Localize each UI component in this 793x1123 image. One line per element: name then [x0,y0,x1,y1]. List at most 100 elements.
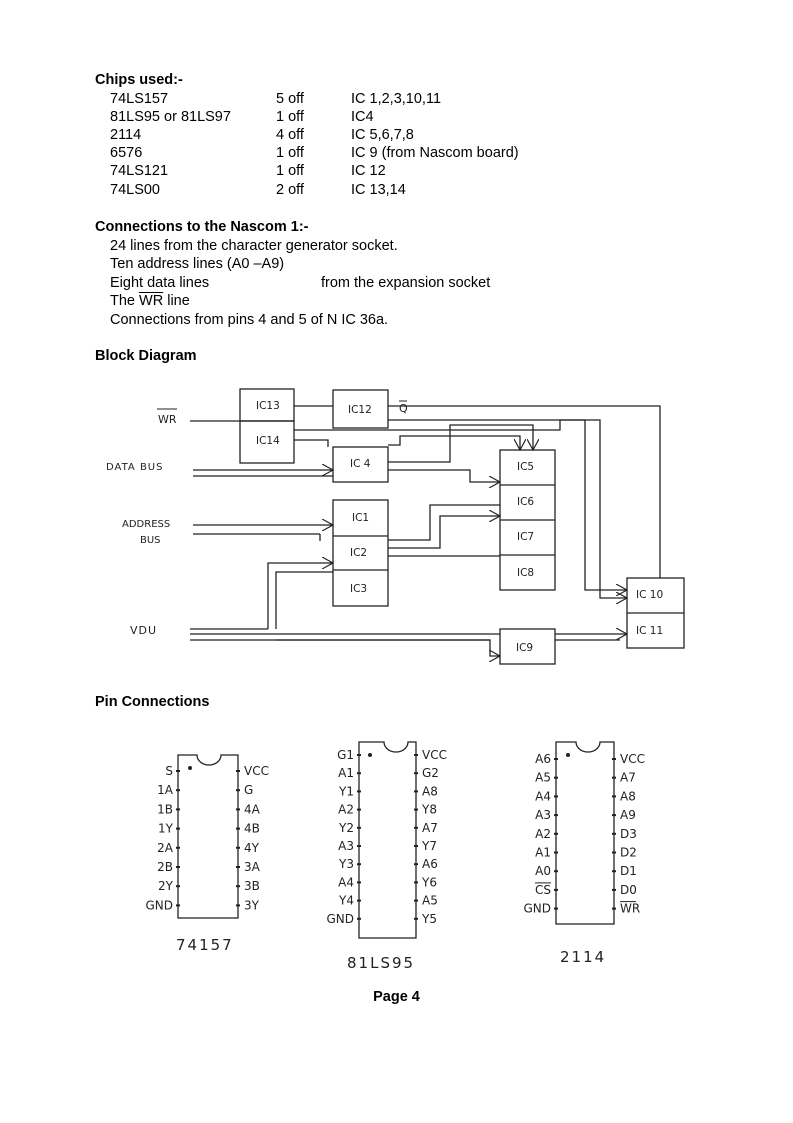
pin-label-right: A7 [620,771,636,785]
pin-label-right: Y5 [421,912,437,926]
pin-label-right: G [244,783,253,797]
pin-label-left: S [165,764,173,778]
chip-81ls95-name: 81LS95 [347,954,415,972]
ic5-label: IC5 [517,461,534,473]
pin-label-left: Y3 [338,857,354,871]
pin-label-left: 2A [157,841,174,855]
pin1-dot [368,753,372,757]
pin-label-right: D3 [620,827,637,841]
pin-label-left: A4 [338,875,354,889]
chip-74157-body [177,754,239,919]
connection-line-wr: The WR line [110,293,190,309]
pin-label-left: Y4 [338,894,354,908]
pin-label-left: A1 [535,846,551,860]
chip-part: 6576 [110,145,143,161]
page-number: Page 4 [373,989,420,1005]
pin-label-right: D0 [620,883,637,897]
pin-label-right: WR [620,902,640,916]
ic7-label: IC7 [517,531,534,543]
chip-part: 74LS121 [110,163,169,179]
chip-ic: IC 1,2,3,10,11 [351,91,442,107]
pin-label-left: 2B [157,860,173,874]
connection-line: Ten address lines (A0 –A9) [110,256,285,272]
pin-label-left: CS [535,883,551,897]
ic9-label: IC9 [516,642,533,654]
chip-part: 74LS157 [110,91,169,107]
pin-label-right: 3A [244,860,261,874]
chip-ic: IC 9 (from Nascom board) [351,145,519,161]
chip-ic: IC 13,14 [351,182,406,198]
pin1-dot [566,753,570,757]
chip-ic: IC 12 [351,163,386,179]
pin-label-right: A6 [422,857,438,871]
ic14-box [239,420,295,464]
ic4-label: IC 4 [350,458,371,470]
connection-line: Eight data lines [110,275,210,291]
pin-label-left: 2Y [158,879,174,893]
pin-label-left: Y2 [338,821,354,835]
pin-label-left: GND [326,912,354,926]
ic8-label: IC8 [517,567,534,579]
ic11-label: IC 11 [636,625,663,637]
ic2-label: IC2 [350,547,367,559]
ic9-box [499,628,556,665]
pin-label-left: G1 [337,748,354,762]
block-diagram-heading: Block Diagram [95,348,197,364]
chip-ic: IC4 [351,109,374,125]
pin-label-left: A3 [535,808,551,822]
chip-ic: IC 5,6,7,8 [351,127,414,143]
pin-label-right: VCC [422,748,447,762]
chip-qty: 4 off [276,127,304,143]
chip-2114-name: 2114 [560,948,606,966]
chip-part: 81LS95 or 81LS97 [110,109,231,125]
chip-74157-name: 74157 [176,936,234,954]
pin-label-right: D2 [620,846,637,860]
pin-label-right: A7 [422,821,438,835]
wr-label: WR [158,413,177,426]
pin-label-right: 4Y [244,841,260,855]
pin-label-left: 1B [157,802,173,816]
ic12-box [332,389,389,429]
pin-label-right: D1 [620,864,637,878]
pin-label-left: A0 [535,864,551,878]
pin-label-left: A1 [338,766,354,780]
pin-label-right: 4B [244,822,260,836]
address-bus-label: BUS [140,535,161,546]
pin-label-right: A8 [620,789,636,803]
pin-label-right: 4A [244,802,261,816]
pin-label-left: GND [145,898,173,912]
pin-label-right: VCC [244,764,269,778]
ic6-label: IC6 [517,496,534,508]
connection-note: from the expansion socket [321,275,491,291]
pin-label-right: A9 [620,808,636,822]
pin-label-right: A8 [422,784,438,798]
ic12-label: IC12 [348,404,372,416]
pin-label-left: A2 [535,827,551,841]
pin-label-right: VCC [620,752,645,766]
chip-qty: 1 off [276,163,304,179]
chip-part: 2114 [110,127,142,143]
pin-label-left: A6 [535,752,551,766]
ic14-label: IC14 [256,435,280,447]
pin-label-right: Y6 [421,875,437,889]
pin-label-right: G2 [422,766,439,780]
connection-line: 24 lines from the character generator so… [110,238,398,254]
pin-label-left: A2 [338,803,354,817]
connection-line: Connections from pins 4 and 5 of N IC 36… [110,312,389,328]
pin-label-left: A4 [535,789,551,803]
pin-label-right: A5 [422,894,438,908]
pin-label-right: Y8 [421,803,437,817]
connections-heading: Connections to the Nascom 1:- [95,219,309,235]
ic10-label: IC 10 [636,589,663,601]
ic1-ic3-box [332,499,389,607]
address-bus-label: ADDRESS [122,519,170,530]
chip-qty: 2 off [276,182,304,198]
chip-2114-body [555,741,615,925]
chip-qty: 5 off [276,91,304,107]
pin-label-right: 3Y [244,898,260,912]
pin-label-left: A3 [338,839,354,853]
data-bus-label: DATA BUS [106,462,163,473]
